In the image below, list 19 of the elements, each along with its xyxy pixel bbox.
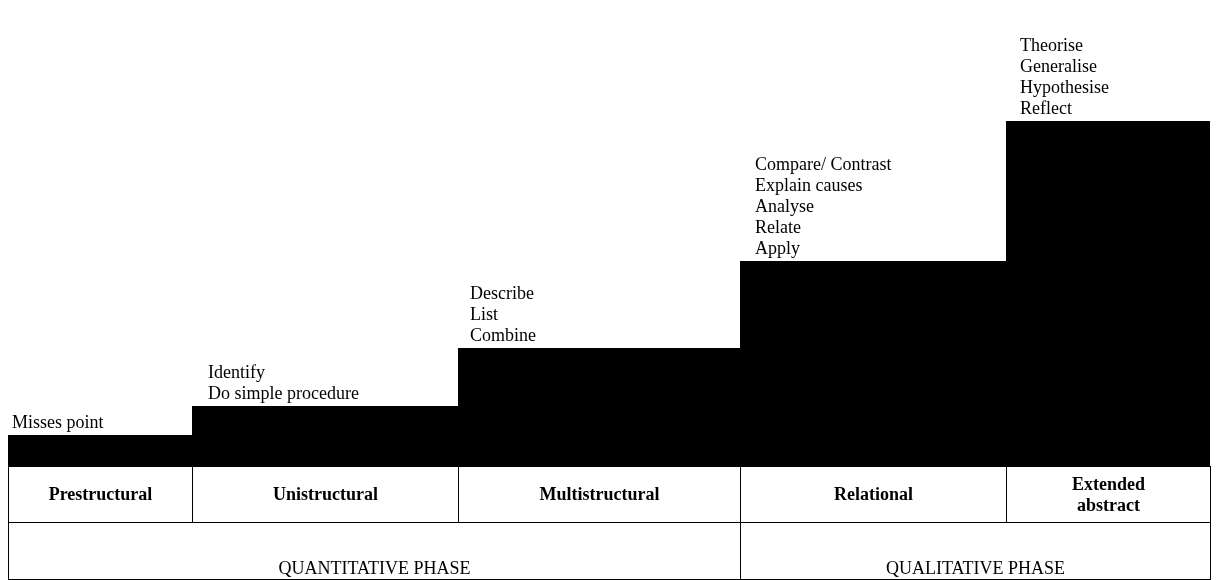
verb-text: Hypothesise <box>1020 77 1110 98</box>
verb-text: Identify <box>208 362 266 383</box>
table-cell: Extended abstract <box>1006 466 1211 523</box>
verb-text: Describe <box>470 283 535 304</box>
table-cell: QUANTITATIVE PHASE <box>8 522 741 580</box>
verb-text: Relate <box>755 217 802 238</box>
verb-text: Generalise <box>1020 56 1098 77</box>
verb-text: Explain causes <box>755 175 864 196</box>
table-cell: QUALITATIVE PHASE <box>740 522 1211 580</box>
verb-text: Theorise <box>1020 35 1084 56</box>
verb-text: Apply <box>755 238 801 259</box>
verb-text: Analyse <box>755 196 815 217</box>
verb-text: List <box>470 304 499 325</box>
verb-text: Compare/ Contrast <box>755 154 893 175</box>
table-cell: Prestructural <box>8 466 193 523</box>
verb-text: Reflect <box>1020 98 1073 119</box>
verb-text: Do simple procedure <box>208 383 360 404</box>
verb-text: Combine <box>470 325 537 346</box>
verb-text: Misses point <box>12 412 105 433</box>
